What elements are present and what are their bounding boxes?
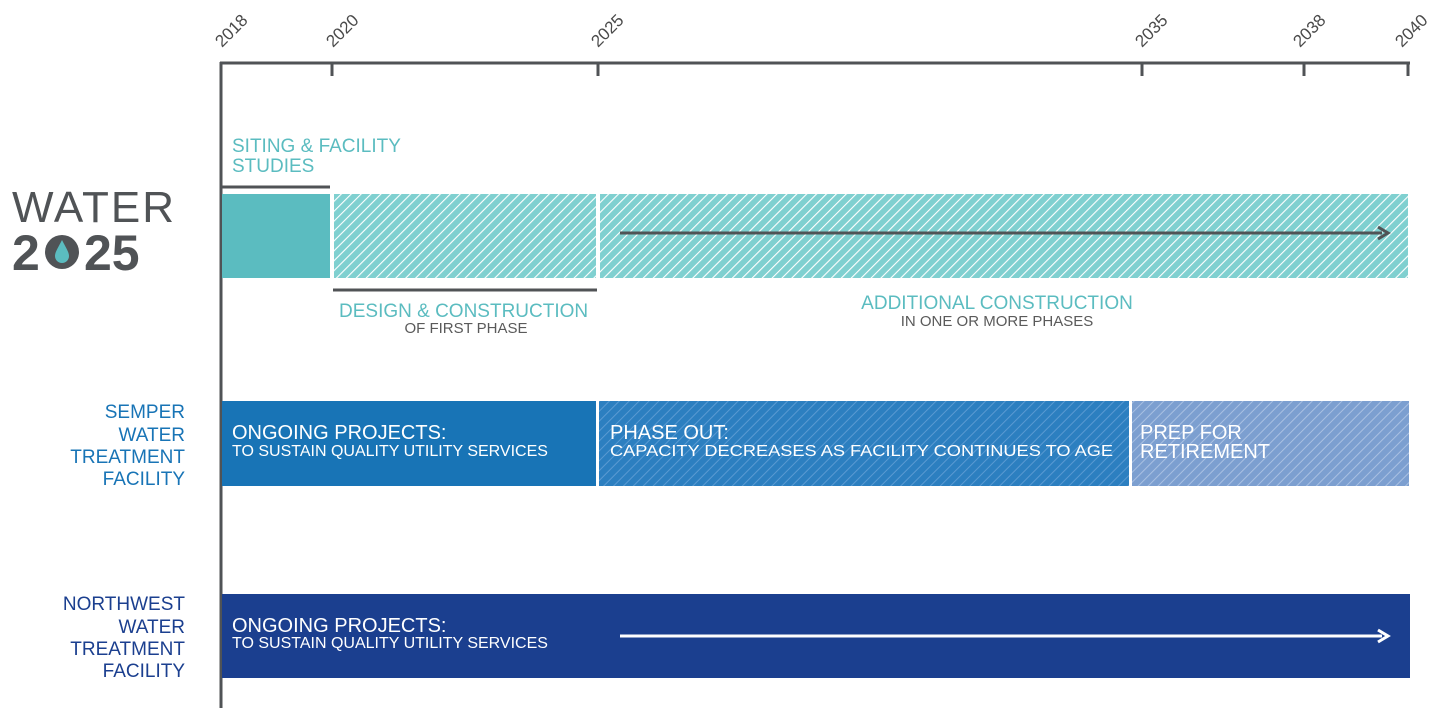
arrow-head-icon: [1377, 628, 1391, 644]
northwest-label-line: WATER: [119, 617, 186, 638]
additional-construction-bar: [600, 194, 1408, 278]
year-label: 2038: [1289, 11, 1329, 51]
year-label: 2040: [1391, 11, 1431, 51]
logo-2025-text-b: 25: [84, 225, 140, 281]
semper-label-line: FACILITY: [103, 469, 186, 490]
water-2025-logo: WATER 2 25: [12, 183, 176, 281]
semper-phase-out-sub: CAPACITY DECREASES AS FACILITY CONTINUES…: [610, 443, 1113, 460]
semper-label-line: SEMPER: [105, 402, 185, 423]
northwest-label-line: NORTHWEST: [63, 594, 185, 615]
design-label: DESIGN & CONSTRUCTION: [339, 301, 588, 322]
arrow-head-icon: [1377, 225, 1391, 241]
logo-water-text: WATER: [12, 183, 176, 232]
siting-label-line2: STUDIES: [232, 156, 314, 177]
semper-ongoing-bar: [222, 401, 596, 486]
northwest-row: NORTHWEST WATER TREATMENT FACILITY ONGOI…: [63, 594, 1410, 682]
year-label: 2020: [322, 11, 362, 51]
semper-phase-out-title: PHASE OUT:: [610, 422, 729, 444]
year-label: 2018: [211, 11, 251, 51]
semper-ongoing-sub: TO SUSTAIN QUALITY UTILITY SERVICES: [232, 443, 548, 460]
additional-sub: IN ONE OR MORE PHASES: [901, 313, 1094, 330]
northwest-label-line: FACILITY: [103, 661, 186, 682]
year-label: 2025: [587, 11, 627, 51]
semper-row: SEMPER WATER TREATMENT FACILITY ONGOING …: [70, 401, 1409, 490]
semper-prep-line2: RETIREMENT: [1140, 441, 1270, 463]
water-drop-icon: [45, 235, 79, 269]
northwest-ongoing-sub: TO SUSTAIN QUALITY UTILITY SERVICES: [232, 635, 548, 652]
semper-phase-out-bar: [599, 401, 1129, 486]
semper-prep-bar: [1132, 401, 1409, 486]
water2025-row: SITING & FACILITY STUDIES DESIGN & CONST…: [222, 136, 1408, 337]
additional-label: ADDITIONAL CONSTRUCTION: [861, 293, 1133, 314]
year-label: 2035: [1131, 11, 1171, 51]
siting-label-line1: SITING & FACILITY: [232, 136, 401, 157]
design-sub: OF FIRST PHASE: [404, 320, 527, 337]
northwest-ongoing-title: ONGOING PROJECTS:: [232, 615, 446, 637]
semper-ongoing-title: ONGOING PROJECTS:: [232, 422, 446, 444]
semper-label-line: WATER: [119, 425, 186, 446]
logo-2025-text-a: 2: [12, 225, 40, 281]
semper-prep-line1: PREP FOR: [1140, 422, 1242, 444]
northwest-label-line: TREATMENT: [70, 639, 185, 660]
design-construction-bar: [334, 194, 596, 278]
siting-bar: [222, 194, 330, 278]
semper-label-line: TREATMENT: [70, 447, 185, 468]
